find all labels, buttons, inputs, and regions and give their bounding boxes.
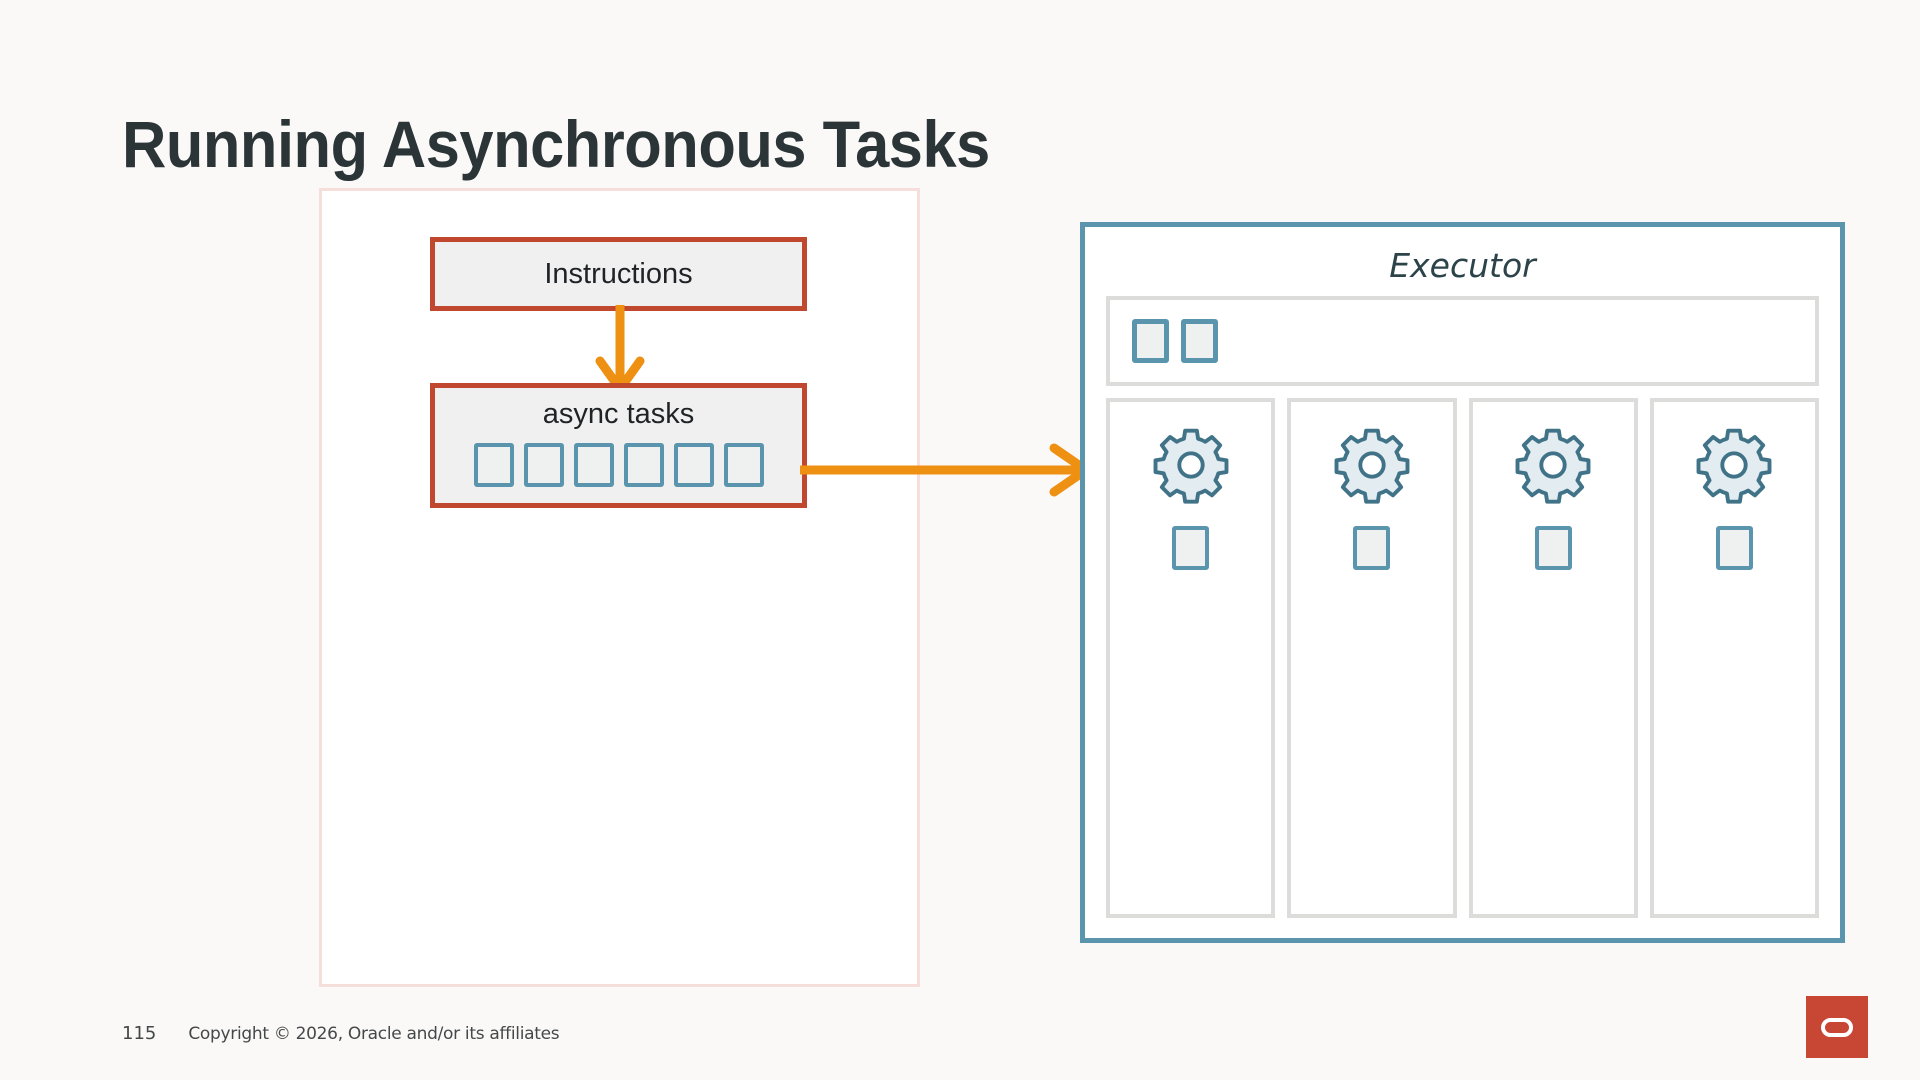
- instructions-to-async-tasks-arrow: [595, 305, 645, 391]
- gear-icon: [1696, 428, 1772, 504]
- async-tasks-box: async tasks: [430, 383, 807, 508]
- gear-icon: [1334, 428, 1410, 504]
- worker-task-square: [1715, 526, 1753, 570]
- executor-panel: Executor: [1080, 222, 1845, 943]
- executor-queue: [1106, 296, 1819, 386]
- oracle-logo-mark-icon: [1821, 1017, 1853, 1037]
- async-tasks-to-executor-arrow: [800, 443, 1090, 497]
- copyright-notice: Copyright © 2026, Oracle and/or its affi…: [188, 1024, 560, 1044]
- async-task-square: [673, 443, 714, 487]
- async-task-square-list: [473, 443, 764, 487]
- worker-column-2: [1287, 398, 1457, 918]
- executor-worker-columns: [1106, 398, 1819, 918]
- page-number: 115: [122, 1023, 157, 1044]
- instructions-box: Instructions: [430, 237, 807, 311]
- worker-column-4: [1649, 398, 1819, 918]
- worker-task-square: [1172, 526, 1210, 570]
- oracle-logo: [1806, 996, 1868, 1058]
- worker-task-square: [1353, 526, 1391, 570]
- async-task-square: [523, 443, 564, 487]
- gear-icon: [1515, 428, 1591, 504]
- gear-icon: [1153, 428, 1229, 504]
- async-task-square: [723, 443, 764, 487]
- slide-footer: 115 Copyright © 2026, Oracle and/or its …: [122, 1023, 560, 1044]
- worker-task-square: [1534, 526, 1572, 570]
- page-title: Running Asynchronous Tasks: [122, 107, 990, 182]
- async-task-square: [473, 443, 514, 487]
- queue-task-square: [1132, 319, 1169, 363]
- worker-column-3: [1468, 398, 1638, 918]
- instructions-label: Instructions: [544, 257, 693, 290]
- async-task-square: [623, 443, 664, 487]
- async-task-square: [573, 443, 614, 487]
- async-tasks-label: async tasks: [542, 398, 695, 430]
- executor-title: Executor: [1389, 246, 1536, 285]
- worker-column-1: [1106, 398, 1276, 918]
- queue-task-square: [1181, 319, 1218, 363]
